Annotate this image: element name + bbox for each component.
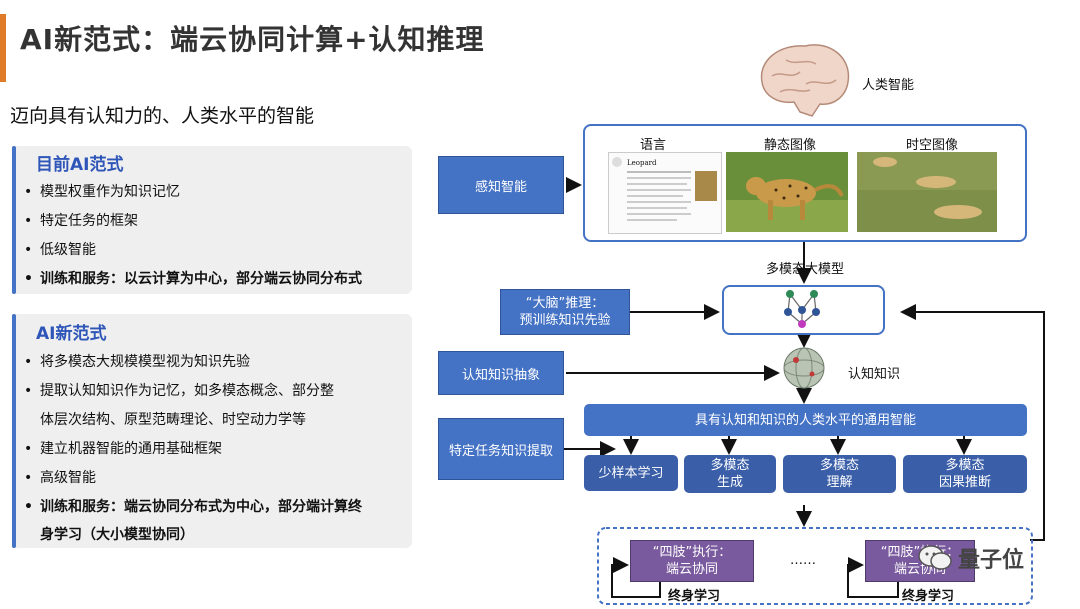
- list-item-continuation: 体层次结构、原型范畴理论、时空动力学等: [40, 412, 306, 428]
- perceptual-intelligence-box: 感知智能: [438, 156, 564, 214]
- brain-reasoning-line1: “大脑”推理：: [525, 296, 605, 311]
- list-item: •模型权重作为知识记忆: [24, 184, 180, 200]
- new-paradigm-heading: AI新范式: [36, 324, 107, 344]
- current-paradigm-heading: 目前AI范式: [36, 155, 124, 175]
- list-item: •特定任务的框架: [24, 213, 138, 229]
- human-intelligence-label: 人类智能: [862, 78, 915, 93]
- list-item-continuation: 身学习（大小模型协同）: [40, 527, 194, 543]
- new-paradigm-panel: [12, 314, 412, 548]
- multimodal-model-box: [722, 285, 885, 335]
- wiki-heading: Leopard: [627, 159, 657, 167]
- limbs-execution-box-left: “四肢”执行： 端云协同: [630, 540, 754, 582]
- current-paradigm-panel: [12, 146, 412, 294]
- ellipsis-label: ……: [790, 553, 816, 568]
- task-multimodal-causal-inference: 多模态 因果推断: [903, 455, 1027, 493]
- task-multimodal-generation: 多模态 生成: [684, 455, 776, 493]
- list-item: •训练和服务：以云计算为中心，部分端云协同分布式: [24, 271, 362, 287]
- page-subtitle: 迈向具有认知力的、人类水平的智能: [10, 105, 315, 127]
- panel-accent-bar: [12, 146, 16, 294]
- lifelong-learning-label-left: 终身学习: [668, 589, 721, 604]
- title-accent-bar: [0, 14, 6, 82]
- task-multimodal-understanding: 多模态 理解: [783, 455, 896, 493]
- panel-accent-bar: [12, 314, 16, 548]
- list-item: •低级智能: [24, 242, 96, 258]
- brain-reasoning-line2: 预训练知识先验: [519, 313, 611, 328]
- wiki-page-thumbnail: Leopard: [608, 152, 722, 234]
- language-label: 语言: [640, 138, 667, 153]
- lifelong-learning-label-right: 终身学习: [902, 589, 955, 604]
- cognitive-abstraction-box: 认知知识抽象: [438, 351, 564, 395]
- static-image-label: 静态图像: [764, 138, 817, 153]
- general-intelligence-banner: 具有认知和知识的人类水平的通用智能: [584, 404, 1027, 436]
- task-few-shot-learning: 少样本学习: [584, 455, 678, 491]
- task-extraction-box: 特定任务知识提取: [438, 418, 564, 480]
- list-item: •将多模态大规模模型视为知识先验: [24, 354, 250, 370]
- list-item: •训练和服务：端云协同分布式为中心，部分端计算终: [24, 499, 362, 515]
- cognitive-knowledge-label: 认知知识: [848, 367, 901, 382]
- list-item: •建立机器智能的通用基础框架: [24, 441, 222, 457]
- watermark: 量子位: [918, 542, 1024, 574]
- spatiotemporal-image-label: 时空图像: [906, 138, 959, 153]
- brain-reasoning-box: “大脑”推理： 预训练知识先验: [500, 289, 630, 335]
- list-item: •提取认知知识作为记忆，如多模态概念、部分整: [24, 383, 334, 399]
- multimodal-model-label: 多模态大模型: [766, 262, 845, 277]
- wechat-logo-icon: [918, 545, 952, 570]
- watermark-text: 量子位: [958, 548, 1025, 573]
- page-title: AI新范式：端云协同计算+认知推理: [20, 23, 485, 56]
- limbs-execution-box-right: “四肢”执行： 端云协同: [865, 540, 975, 582]
- list-item: •高级智能: [24, 470, 96, 486]
